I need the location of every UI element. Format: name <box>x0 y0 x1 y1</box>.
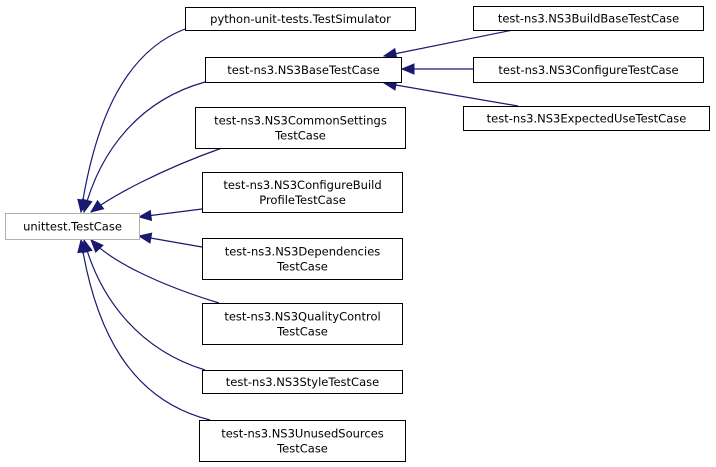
node-box <box>202 172 403 213</box>
node-label-line: test-ns3.NS3ConfigureBuild <box>223 178 381 192</box>
node-ns3-build-base-test-case[interactable]: test-ns3.NS3BuildBaseTestCase <box>473 6 704 31</box>
node-box <box>463 106 710 131</box>
node-label-line: test-ns3.NS3BaseTestCase <box>227 63 380 77</box>
edge-configure-build-profile-to-root <box>139 208 203 217</box>
edge-build-base-to-base-test-case <box>384 29 514 56</box>
edge-quality-control-to-root <box>91 240 220 304</box>
node-label-line: ProfileTestCase <box>259 193 346 207</box>
node-label-line: test-ns3.NS3CommonSettings <box>214 114 387 128</box>
node-label-line: test-ns3.NS3Dependencies <box>225 245 381 259</box>
node-unittest-testcase[interactable]: unittest.TestCase <box>5 213 140 240</box>
node-box <box>202 238 403 280</box>
edge-expected-use-to-base-test-case <box>384 83 519 107</box>
edge-test-simulator-to-root <box>81 28 186 212</box>
node-ns3-base-test-case[interactable]: test-ns3.NS3BaseTestCase <box>205 57 402 83</box>
node-label-line: test-ns3.NS3StyleTestCase <box>226 375 379 389</box>
node-box <box>195 107 406 149</box>
node-box <box>205 57 402 83</box>
node-label-line: TestCase <box>276 442 328 456</box>
node-label-line: test-ns3.NS3UnusedSources <box>221 427 384 441</box>
class-nodes: unittest.TestCase python-unit-tests.TestS… <box>5 6 710 462</box>
edge-common-settings-to-root <box>91 147 223 212</box>
edge-style-to-root <box>84 240 206 371</box>
node-box <box>185 7 416 31</box>
node-label-line: test-ns3.NS3BuildBaseTestCase <box>498 12 679 26</box>
node-label-line: python-unit-tests.TestSimulator <box>210 12 391 26</box>
node-box <box>473 57 704 83</box>
node-box <box>202 370 403 394</box>
node-ns3-configure-test-case[interactable]: test-ns3.NS3ConfigureTestCase <box>473 57 704 83</box>
node-label-line: TestCase <box>274 129 326 143</box>
node-label-line: unittest.TestCase <box>23 220 122 234</box>
node-label-line: test-ns3.NS3ExpectedUseTestCase <box>487 112 687 126</box>
edge-base-test-case-to-root <box>84 81 206 212</box>
edge-unused-sources-to-root <box>81 240 211 421</box>
node-ns3-expected-use-test-case[interactable]: test-ns3.NS3ExpectedUseTestCase <box>463 106 710 131</box>
node-python-unit-tests-testsimulator[interactable]: python-unit-tests.TestSimulator <box>185 7 416 31</box>
node-box <box>473 6 704 31</box>
node-box <box>5 213 140 240</box>
node-label-line: TestCase <box>276 325 328 339</box>
node-label-line: test-ns3.NS3QualityControl <box>224 310 380 324</box>
node-box <box>202 303 403 345</box>
edge-dependencies-to-root <box>139 236 203 248</box>
node-label-line: TestCase <box>276 260 328 274</box>
node-box <box>199 420 406 462</box>
node-ns3-style-test-case[interactable]: test-ns3.NS3StyleTestCase <box>202 370 403 394</box>
node-ns3-configure-build-profile-test-case[interactable]: test-ns3.NS3ConfigureBuildProfileTestCas… <box>202 172 403 213</box>
node-label-line: test-ns3.NS3ConfigureTestCase <box>498 63 678 77</box>
